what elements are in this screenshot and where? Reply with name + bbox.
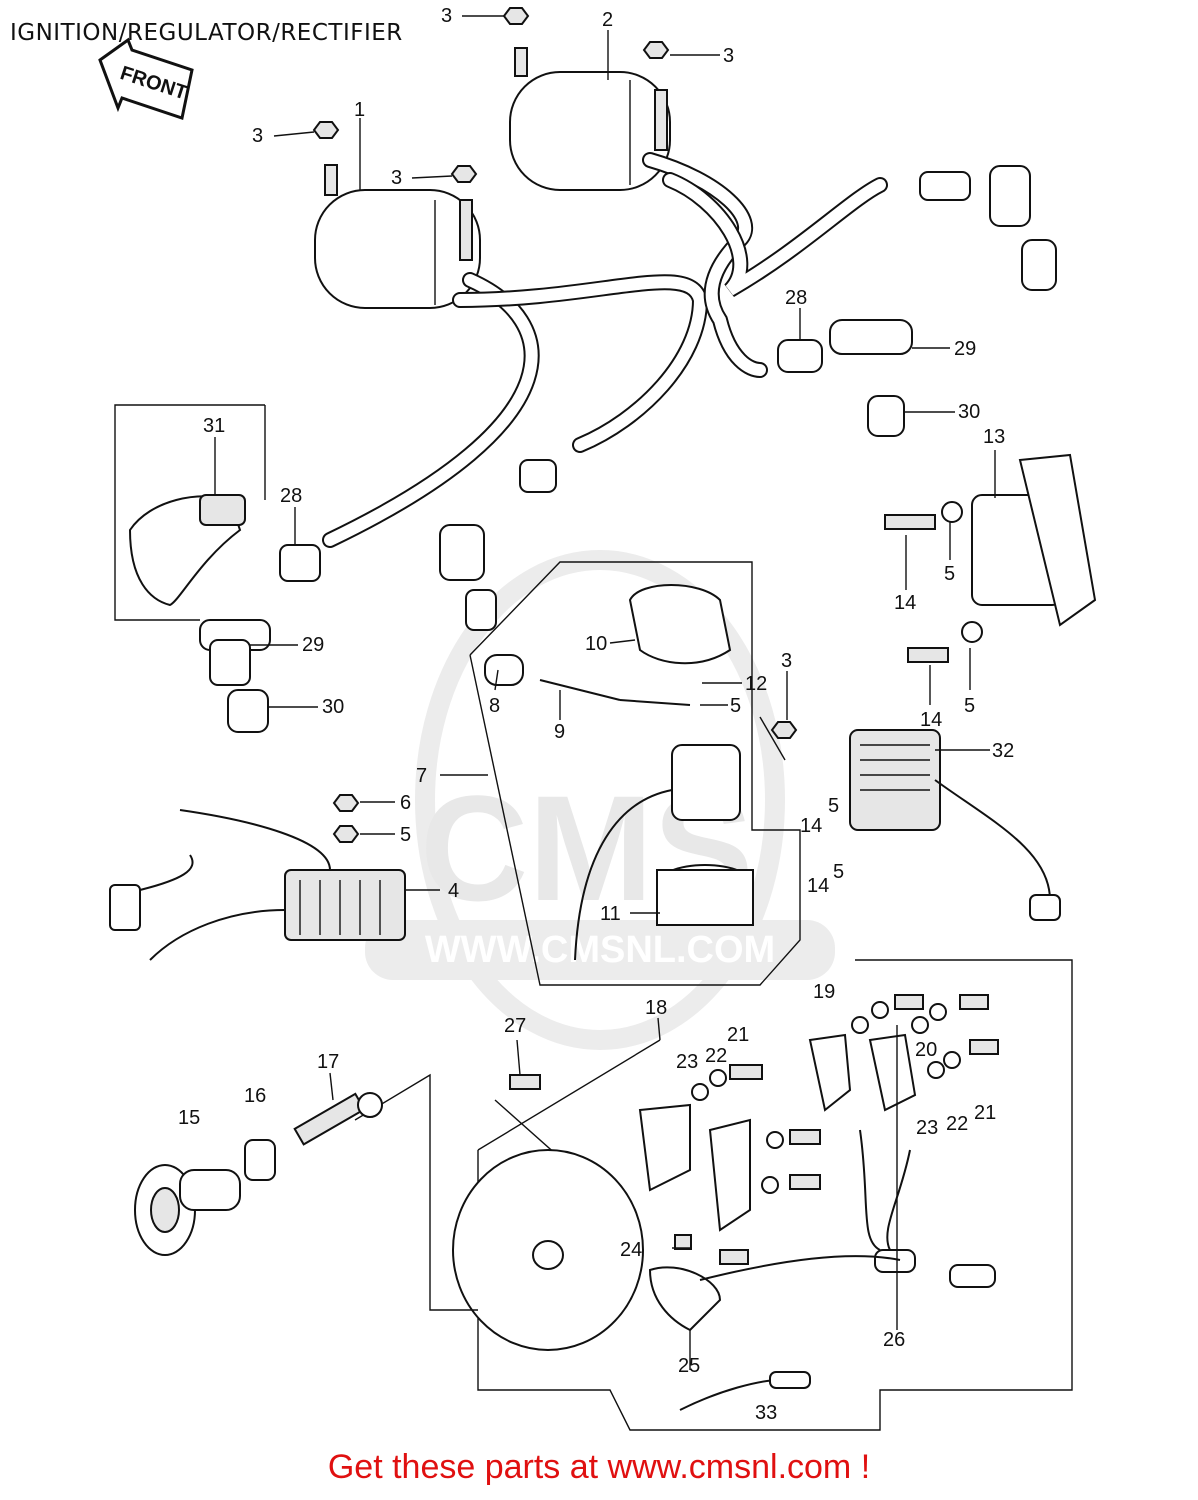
callout-8: 8 xyxy=(489,695,500,717)
diagram-title: IGNITION/REGULATOR/RECTIFIER xyxy=(10,20,403,46)
callout-31: 31 xyxy=(203,415,225,437)
cover-10 xyxy=(628,584,732,665)
cap-28 xyxy=(777,339,823,373)
callout-2: 2 xyxy=(602,9,613,31)
callout-26: 26 xyxy=(883,1329,905,1351)
callout-14: 14 xyxy=(920,709,942,731)
callout-5: 5 xyxy=(833,861,844,883)
advancer-15 xyxy=(134,1164,241,1256)
inset-box-31 xyxy=(114,404,321,733)
callout-5: 5 xyxy=(400,824,411,846)
callout-24: 24 xyxy=(620,1239,642,1261)
collar-16 xyxy=(244,1139,276,1181)
callout-labels: 3 2 3 3 1 3 28 29 30 31 28 29 30 13 14 5… xyxy=(178,5,1014,1424)
callout-25: 25 xyxy=(678,1355,700,1377)
callout-21: 21 xyxy=(727,1024,749,1046)
rectifier-32 xyxy=(849,621,1061,921)
pickup-hardware xyxy=(509,994,999,1265)
callout-5: 5 xyxy=(964,695,975,717)
callout-3: 3 xyxy=(781,650,792,672)
callout-11: 11 xyxy=(600,903,621,925)
callout-16: 16 xyxy=(244,1085,266,1107)
seal-30 xyxy=(867,395,905,437)
ignition-coil-2 xyxy=(509,47,671,191)
callout-7: 7 xyxy=(416,765,427,787)
watermark-banner xyxy=(365,920,835,980)
callout-3: 3 xyxy=(723,45,734,67)
callout-21: 21 xyxy=(974,1102,996,1124)
callout-29: 29 xyxy=(302,634,324,656)
callout-4: 4 xyxy=(448,880,459,902)
regulator-13 xyxy=(884,453,1097,627)
callout-19: 19 xyxy=(813,981,835,1003)
plug-cap-29 xyxy=(829,319,913,355)
callout-1: 1 xyxy=(354,99,365,121)
callout-15: 15 xyxy=(178,1107,200,1129)
callout-14: 14 xyxy=(807,875,829,897)
callout-14: 14 xyxy=(800,815,822,837)
callout-32: 32 xyxy=(992,740,1014,762)
callout-14: 14 xyxy=(894,592,916,614)
condenser-box-7 xyxy=(469,561,801,986)
callout-12: 12 xyxy=(745,673,767,695)
callout-30: 30 xyxy=(322,696,344,718)
cmsnl-footer-link[interactable]: Get these parts at www.cmsnl.com ! xyxy=(327,1448,871,1486)
callout-28: 28 xyxy=(280,485,302,507)
callout-28: 28 xyxy=(785,287,807,309)
callout-5: 5 xyxy=(944,563,955,585)
callout-18: 18 xyxy=(645,997,667,1019)
ignition-coil-1 xyxy=(314,164,481,309)
callout-23: 23 xyxy=(676,1051,698,1073)
callout-3: 3 xyxy=(441,5,452,27)
callout-3: 3 xyxy=(391,167,402,189)
callout-3: 3 xyxy=(252,125,263,147)
front-arrow-icon: FRONT xyxy=(98,37,194,120)
advancer-shaft-17 xyxy=(293,1073,478,1311)
leader-lines xyxy=(214,15,996,1370)
callout-20: 20 xyxy=(915,1039,937,1061)
callout-9: 9 xyxy=(554,721,565,743)
callout-29: 29 xyxy=(954,338,976,360)
spark-plug-cap xyxy=(439,165,1057,631)
callout-17: 17 xyxy=(317,1051,339,1073)
callout-23: 23 xyxy=(916,1117,938,1139)
callout-6: 6 xyxy=(400,792,411,814)
callout-10: 10 xyxy=(585,633,607,655)
callout-22: 22 xyxy=(705,1045,727,1067)
callout-30: 30 xyxy=(958,401,980,423)
high-tension-lead xyxy=(322,152,888,548)
callout-22: 22 xyxy=(946,1113,968,1135)
regulator-4 xyxy=(109,794,406,961)
pickup-assembly-box xyxy=(452,959,1073,1431)
callout-33: 33 xyxy=(755,1402,777,1424)
callout-5: 5 xyxy=(828,795,839,817)
callout-13: 13 xyxy=(983,426,1005,448)
watermark-url: WWW.CMSNL.COM xyxy=(425,929,775,971)
callout-5: 5 xyxy=(730,695,741,717)
cms-watermark: CMS WWW.CMSNL.COM xyxy=(365,550,835,1050)
callout-27: 27 xyxy=(504,1015,526,1037)
